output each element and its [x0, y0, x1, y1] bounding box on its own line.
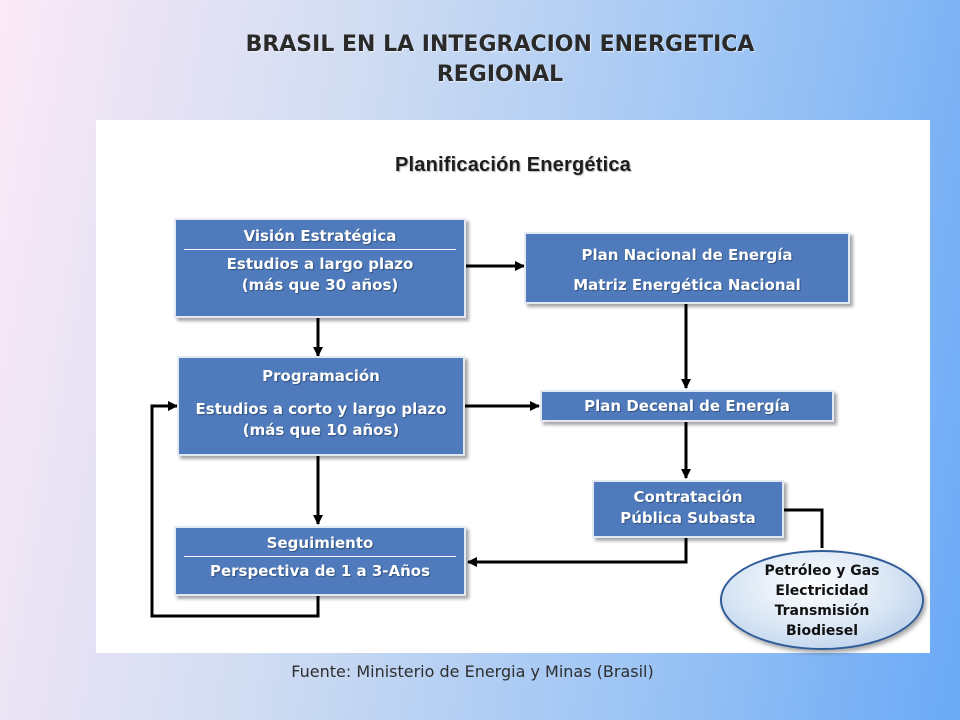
sectores-line1: Petróleo y Gas: [764, 563, 880, 579]
slide-title-line2: REGIONAL: [436, 62, 564, 87]
arrow-contratacion-to-sectores: [784, 508, 824, 548]
vision-title: Visión Estratégica: [243, 227, 397, 245]
slide-title: BRASIL EN LA INTEGRACION ENERGETICA REGI…: [140, 30, 860, 90]
diagram-panel: Planificación Energética Visión Estratég…: [96, 120, 930, 653]
programacion-line1: Estudios a corto y largo plazo: [195, 400, 447, 418]
sectores-line2: Electricidad: [775, 583, 869, 599]
slide-title-line1: BRASIL EN LA INTEGRACION ENERGETICA: [245, 32, 755, 57]
contratacion-line1: Contratación: [633, 488, 743, 506]
diagram-title: Planificación Energética: [395, 154, 631, 176]
plan-nacional-line1: Plan Nacional de Energía: [581, 246, 793, 264]
programacion-line2: (más que 10 años): [242, 421, 400, 439]
plan-decenal-line1: Plan Decenal de Energía: [584, 397, 790, 415]
arrow-feedback-loop: [150, 401, 320, 618]
flow-arrows: [150, 261, 824, 618]
box-seguimiento: Seguimiento Perspectiva de 1 a 3-Años: [174, 526, 466, 596]
box-contratacion: Contratación Pública Subasta: [592, 480, 784, 538]
vision-line1: Estudios a largo plazo: [226, 255, 414, 273]
vision-divider: [184, 249, 456, 250]
seguimiento-line1: Perspectiva de 1 a 3-Años: [209, 562, 431, 580]
sectores-line3: Transmisión: [774, 603, 870, 619]
vision-line2: (más que 30 años): [241, 276, 399, 294]
contratacion-line2: Pública Subasta: [620, 509, 756, 527]
box-plan-nacional: Plan Nacional de Energía Matriz Energéti…: [524, 232, 850, 304]
box-plan-decenal: Plan Decenal de Energía: [540, 390, 834, 422]
sectores-line4: Biodiesel: [785, 623, 859, 639]
box-vision-estrategica: Visión Estratégica Estudios a largo plaz…: [174, 218, 466, 318]
box-programacion: Programación Estudios a corto y largo pl…: [177, 356, 465, 456]
arrow-contratacion-to-seguimiento: [467, 538, 688, 567]
seguimiento-title: Seguimiento: [266, 534, 374, 552]
plan-nacional-line2: Matriz Energética Nacional: [573, 276, 801, 294]
ellipse-sectores: Petróleo y Gas Electricidad Transmisión …: [720, 550, 924, 650]
programacion-title: Programación: [262, 367, 380, 385]
source-caption: Fuente: Ministerio de Energia y Minas (B…: [291, 662, 654, 681]
seguimiento-divider: [184, 556, 456, 557]
